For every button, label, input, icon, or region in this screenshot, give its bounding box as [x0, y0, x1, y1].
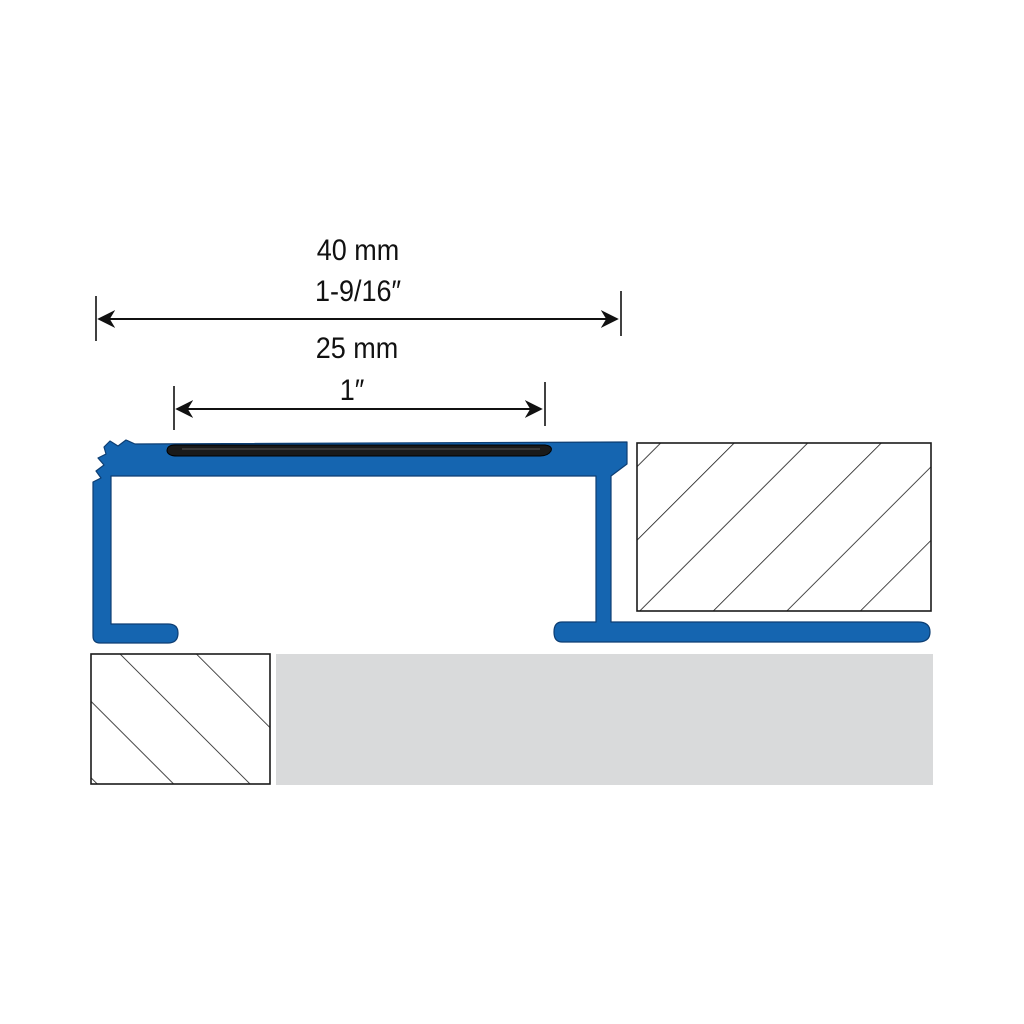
overall-imperial-label: 1-9/16″ [315, 275, 401, 309]
tread-dimension: 25 mm 1″ [173, 332, 546, 430]
nosing-profile [92, 439, 931, 644]
lower-substrate-section [90, 653, 271, 785]
overall-metric-label: 40 mm [317, 234, 399, 268]
overall-dimension: 40 mm 1-9/16″ [95, 234, 622, 341]
upper-tile-section [636, 442, 932, 612]
tread-metric-label: 25 mm [316, 332, 398, 366]
tread-imperial-label: 1″ [340, 374, 365, 408]
floor-panel [276, 654, 933, 785]
grip-insert [166, 444, 552, 457]
